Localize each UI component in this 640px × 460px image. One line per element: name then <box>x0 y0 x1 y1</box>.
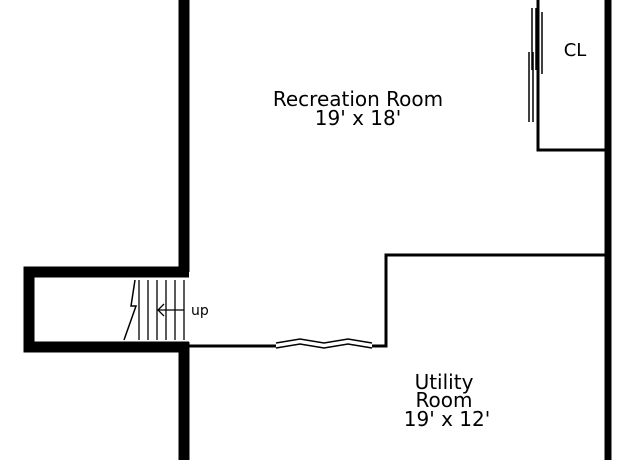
stair-alcove-wall <box>23 266 189 353</box>
exterior-walls <box>23 0 612 460</box>
closet-door <box>528 8 543 122</box>
utility-room-size: 19' x 12' <box>404 407 490 431</box>
utility-room-partition-east <box>372 253 606 348</box>
closet-label: CL <box>564 40 587 61</box>
recreation-room-size: 19' x 18' <box>315 106 401 130</box>
utility-room-name-line2: Room <box>416 388 473 412</box>
stair-break-line <box>123 279 138 341</box>
stairs-up-label: up <box>191 303 209 319</box>
bifold-door <box>275 338 373 349</box>
recreation-room-name: Recreation Room <box>273 87 443 111</box>
closet-wall <box>536 10 606 152</box>
stairs <box>123 279 185 341</box>
stair-arrow-head <box>157 303 165 317</box>
utility-room-name-line1: Utility <box>415 370 474 394</box>
interior-walls <box>188 0 606 348</box>
